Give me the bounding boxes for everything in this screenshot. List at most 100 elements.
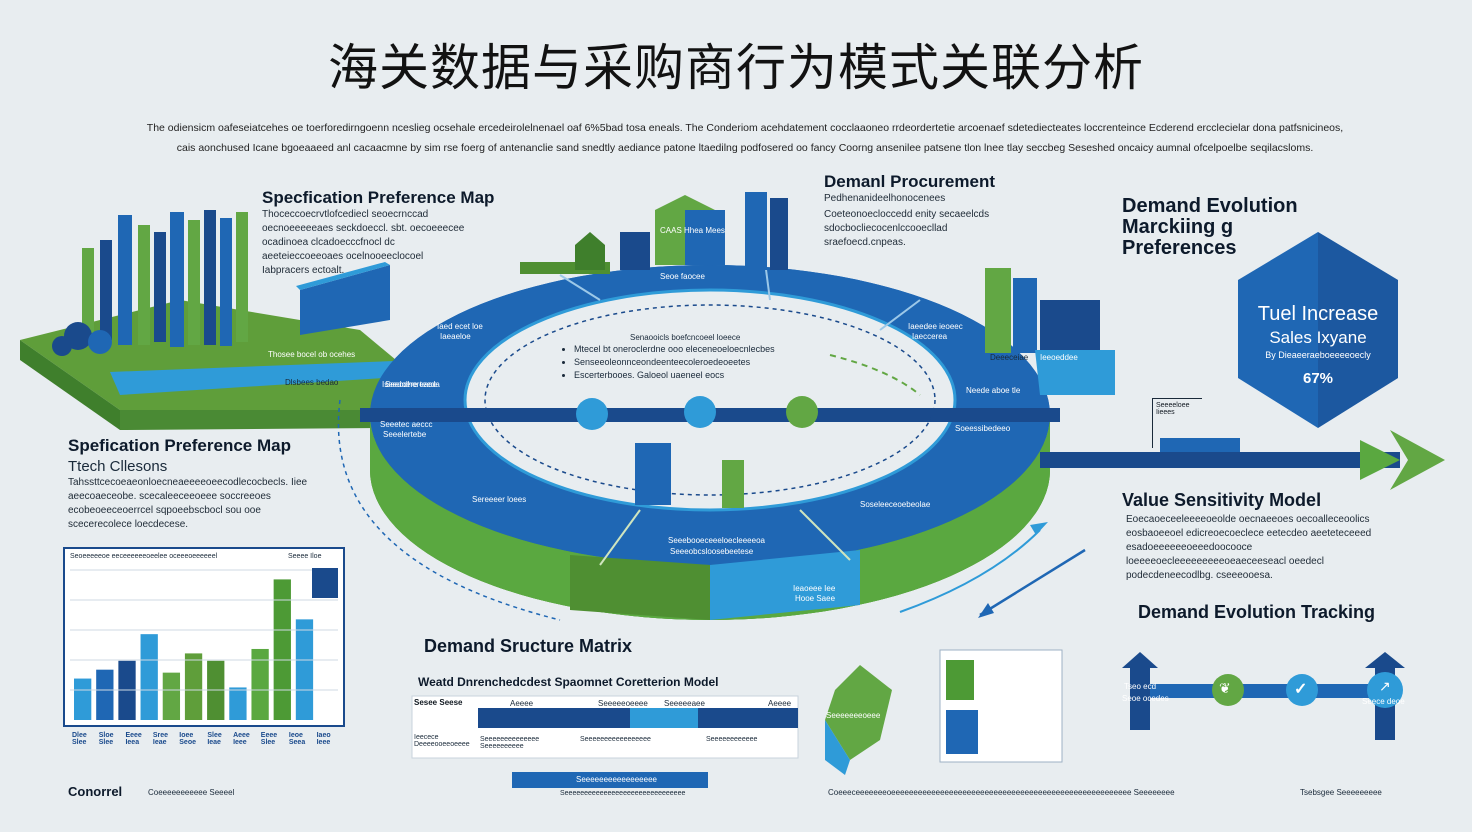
- procurement-sub: Pedhenanideelhonocenees: [824, 193, 946, 204]
- chart-up-icon: ↗: [1379, 678, 1391, 694]
- ring-bottom-label-3: Soseleeceoebeolae: [860, 500, 931, 509]
- spec-map-left-sub: Ttech Cllesons: [68, 458, 168, 475]
- spec-label-0: Thosee bocel ob ocehes: [268, 350, 356, 359]
- x-tick-label: Sloe Slee: [98, 732, 114, 746]
- evolution-marketing-line-1: Demand Evolution: [1122, 195, 1298, 217]
- bar-chart-x-labels: Dlee Slee Sloe Slee Eeee Ieea Sree Ieae …: [72, 732, 342, 746]
- spec-label-3: Seeetec aeccc: [380, 420, 433, 429]
- x-tick-label: Aeee Ieee: [233, 732, 250, 746]
- evolution-tracking-label-0: Tseo ecd: [1124, 682, 1157, 691]
- spec-map-left-body: Tahssttcecoeaeonloecneaeeeeoeecodlecocbe…: [68, 477, 308, 530]
- x-tick-label: Eeee Slee: [260, 732, 278, 746]
- evolution-track: [1122, 652, 1405, 740]
- intro-line-1: The odiensicm oafeseiatcehes oe toerfore…: [146, 122, 1344, 134]
- ring-bullet: Senseeoleonnceondeenteecoleroedeoeetes: [574, 356, 775, 369]
- x-tick-label: Eeee Ieea: [125, 732, 142, 746]
- bottom-caption: Coeeeceeeeeeeoeeeeeeeeeeeeeeeeeeeeeeeeee…: [828, 788, 1175, 797]
- bar: [229, 687, 247, 720]
- ring-right-label-1: Iaeccerea: [912, 332, 948, 341]
- matrix-corner: Sesee Seese: [414, 698, 463, 707]
- check-icon: ✓: [1294, 681, 1308, 698]
- matrix-col-3: Aeeee: [768, 699, 792, 708]
- ring-left-label-0: Iaed ecet loe: [437, 322, 483, 331]
- spec-label-1: Dlsbees bedao: [285, 378, 339, 387]
- spec-map-top-title: Specfication Preference Map: [262, 188, 495, 207]
- evolution-tracking-title: Demand Evolution Tracking: [1138, 602, 1376, 622]
- spec-map-left-title: Spefication Preference Map: [68, 436, 291, 455]
- bottom-right-caption: Tsebsgee Seeeeeeeee: [1300, 788, 1382, 797]
- center-ring: [360, 261, 1060, 620]
- leaf-icon: ❦: [1219, 680, 1231, 696]
- ring-left-label-3: Seeelertebe: [383, 430, 427, 439]
- bar: [74, 678, 92, 720]
- ring-bottom-label-5: Hooe Saee: [795, 594, 836, 603]
- ring-bottom-label-4: Ieaoeee Iee: [793, 584, 836, 593]
- intro-text: The odiensicm oafeseiatcehes oe toerfore…: [80, 118, 1410, 158]
- matrix-col-0: Aeeee: [510, 699, 534, 708]
- ring-right-label-2: Neede aboe tle: [966, 386, 1021, 395]
- evolution-marketing-line-2: Marckiing g: [1122, 216, 1234, 238]
- bottom-green-label: Seeeeeeeoeee: [826, 711, 881, 720]
- intro-line-2: cais aonchused Icane bgoeaaeed anl cacaa…: [176, 142, 1314, 154]
- ring-left-label-2: Iseedoere teeda: [382, 380, 440, 389]
- x-tick-label: Ioee Seoe: [179, 732, 196, 746]
- ring-right-label-3: Soeessibedeeo: [955, 424, 1011, 433]
- hex-line-3: By Dieaeeraeboeeeeoecly: [1265, 350, 1371, 360]
- right-arrow: [1040, 430, 1445, 490]
- spec-label-2: Seecdhereaoe: [385, 380, 438, 389]
- bottom-center-illustration: [825, 649, 1063, 775]
- x-tick-label: Slee Ieae: [207, 732, 222, 746]
- bar-chart-legend: Seeee Iloe: [288, 553, 322, 560]
- ring-bottom-label-0: Sereeeer loees: [472, 495, 527, 504]
- bar: [162, 672, 181, 720]
- bar: [140, 634, 158, 720]
- evolution-small-label: Seeeeloee Iieees: [1152, 398, 1202, 448]
- matrix-subtitle: Weatd Dnrenchedcdest Spaomnet Coretterio…: [418, 675, 719, 689]
- bar-chart-plot: [74, 579, 314, 720]
- bar: [96, 669, 114, 720]
- matrix-cell: Seeeeeeeeeeeeee Seeeeeeeeee: [480, 736, 540, 750]
- evolution-marketing-title: Demand Evolution Marckiing g Preferences: [1122, 196, 1298, 259]
- matrix-footer-text: Seeeeeeeeeeeeeeeeeeeeeeeeeeeeeee: [560, 790, 686, 797]
- ring-bottom-label-1: Seeebooeceeeloecleeeeoa: [668, 536, 765, 545]
- matrix-footer-bar: Seeeeeeeeeeeeeeeee: [576, 775, 657, 784]
- ring-top-label: Seoe faocee: [660, 272, 705, 281]
- evolution-tracking-label-2: Seoe ocedes: [1122, 694, 1169, 703]
- hex-value: 67%: [1302, 370, 1334, 387]
- bar: [273, 579, 291, 720]
- evolution-tracking-label-1: Seece deoe: [1362, 697, 1405, 706]
- matrix-col-2: Seeeeeaee: [664, 699, 705, 708]
- hex-line-2: Sales Ixyane: [1269, 328, 1367, 347]
- spec-map-top-body: Thoceccoecrvtlofcediecl seoecrnccad oecn…: [262, 209, 465, 276]
- right-city: [985, 268, 1115, 395]
- page-title: 海关数据与采购商行为模式关联分析: [328, 39, 1144, 97]
- procurement-title: Demanl Procurement: [824, 172, 995, 191]
- x-tick-label: Ieoe Seea: [288, 732, 306, 746]
- ring-bullets: Mtecel bt oneroclerdne ooo eleceneoeloec…: [560, 343, 775, 382]
- matrix-title: Demand Sructure Matrix: [424, 636, 633, 656]
- bar-chart-header: Seoeeeeeoe eeceeeeeeoeelee oceeeoeeeeeel: [70, 553, 218, 560]
- value-sensitivity-title: Value Sensitivity Model: [1122, 490, 1322, 510]
- footer-tagline: Coeeeeeeeeeee Seeeel: [148, 788, 235, 797]
- top-city: [520, 192, 788, 274]
- hex-content: Tuel Increase Sales Ixyane By Dieaeeraeb…: [1238, 303, 1398, 387]
- ring-bar-label-0: Deeeceiae: [990, 353, 1029, 362]
- matrix-row-label: Ieecece Deeeeooeeoeeee: [414, 734, 470, 748]
- x-tick-label: Dlee Slee: [72, 732, 87, 746]
- bar: [295, 619, 314, 720]
- matrix-cell: Seeeeeeeeeeeeeeeee: [580, 736, 651, 743]
- value-sensitivity-body: Eoecaoeceeleeeeoeolde oecnaeeoes oecoall…: [1126, 514, 1372, 581]
- matrix-col-1: Seeeeeoeeee: [598, 699, 648, 708]
- dashed-arrow-left: [337, 399, 561, 621]
- ring-bullet: Mtecel bt oneroclerdne ooo eleceneoeloec…: [574, 343, 775, 356]
- ring-right-label-0: Iaeedee ieoeec: [908, 322, 963, 331]
- bar: [184, 653, 203, 720]
- ring-left-label-1: Iaeaeloe: [440, 332, 471, 341]
- procurement-body: Coeteonoecloccedd enity secaeelcds sdocb…: [824, 209, 990, 248]
- ring-bullet: Escerterbooes. Galoeol uaeneel eocs: [574, 369, 775, 382]
- ring-building-label: CAAS Hhea Mees: [660, 226, 725, 235]
- chart-grid: [70, 569, 338, 691]
- x-tick-label: Sree Ieae: [152, 732, 169, 746]
- left-landscape: [20, 210, 430, 430]
